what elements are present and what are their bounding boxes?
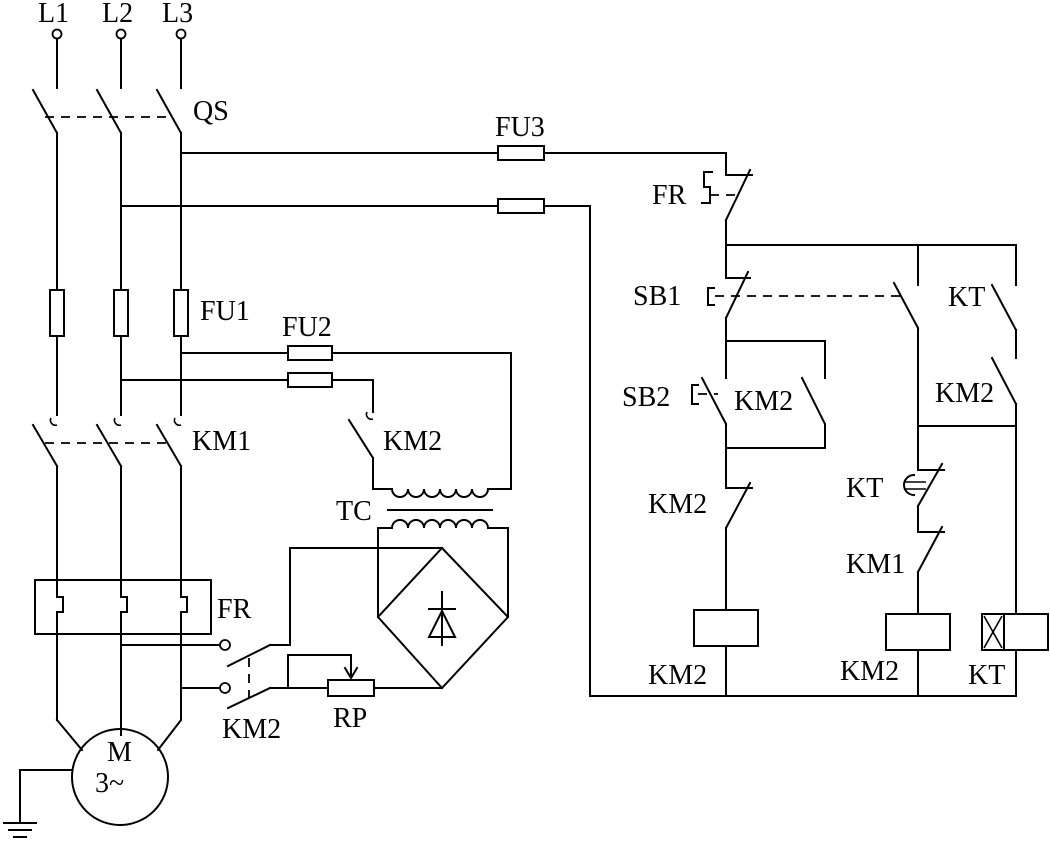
phase-lines-lower [56, 465, 182, 598]
label-kt-delay: KT [846, 473, 883, 504]
label-km2-hold: KM2 [734, 386, 793, 417]
contact-kt-sb1-linked [892, 244, 920, 427]
coil-kt: KT [968, 425, 1049, 697]
supply-terminals: L1 L2 L3 [38, 0, 193, 89]
transformer-primary-circuit: FU2 KM2 [120, 312, 512, 460]
label-tc: TC [336, 496, 372, 527]
phase-lines-upper [56, 132, 182, 291]
phase-lines-mid [56, 335, 182, 416]
coil-km2-left: KM2 [648, 609, 759, 697]
motor-label-m: M [107, 737, 132, 768]
thermal-relay-fr-main: FR [34, 579, 252, 635]
label-kt-inst: KT [948, 282, 985, 313]
label-rp: RP [333, 703, 367, 734]
contact-kt-delay: KT [846, 425, 945, 533]
label-km2-coil-b: KM2 [840, 656, 899, 687]
label-l2: L2 [102, 0, 133, 29]
contact-km2-right: KM2 [935, 356, 1018, 427]
label-km2-kt: KM2 [935, 378, 994, 409]
coil-km2-right: KM2 [840, 613, 951, 697]
button-sb1: SB1 [633, 244, 900, 342]
button-sb2-and-hold: SB2 KM2 [622, 340, 827, 449]
label-sb2: SB2 [622, 382, 670, 413]
contact-km1-nc: KM1 [846, 525, 945, 615]
label-sb1: SB1 [633, 281, 681, 312]
fuses-fu1: FU1 [49, 289, 250, 337]
motor-m: M 3~ [71, 728, 169, 826]
control-feed: FU3 [120, 112, 1017, 697]
label-fr-ctrl: FR [652, 180, 687, 211]
label-l1: L1 [38, 0, 69, 29]
label-qs: QS [193, 96, 229, 127]
label-km1-nc: KM1 [846, 549, 905, 580]
contact-kt-right: KT [948, 244, 1018, 359]
label-km2-coil: KM2 [648, 660, 707, 691]
phase-lines-motor [55, 611, 183, 752]
label-km1-main: KM1 [192, 426, 251, 457]
label-fu1: FU1 [200, 296, 250, 327]
label-l3: L3 [162, 0, 193, 29]
label-fr-main: FR [217, 594, 252, 625]
label-kt-coil: KT [968, 660, 1005, 691]
transformer-tc: TC [336, 352, 512, 549]
thermal-relay-fr-ctrl: FR [652, 152, 753, 246]
contact-km2-nc: KM2 [648, 447, 753, 611]
label-km2-trafo: KM2 [383, 426, 442, 457]
contactor-km2-brake: KM2 [222, 547, 379, 745]
label-km2-brake: KM2 [222, 714, 281, 745]
label-km2-nc: KM2 [648, 489, 707, 520]
bridge-rectifier [376, 546, 510, 690]
contactor-km1-main: KM1 [31, 417, 251, 468]
rheostat-rp: RP [287, 654, 443, 734]
label-fu3: FU3 [495, 112, 545, 143]
ground-icon [3, 769, 73, 838]
brake-motor-connections [120, 639, 231, 694]
main-switch-qs: QS [31, 88, 229, 135]
label-fu2: FU2 [282, 312, 332, 343]
diode-icon [427, 591, 457, 646]
motor-label-phase: 3~ [95, 768, 124, 799]
